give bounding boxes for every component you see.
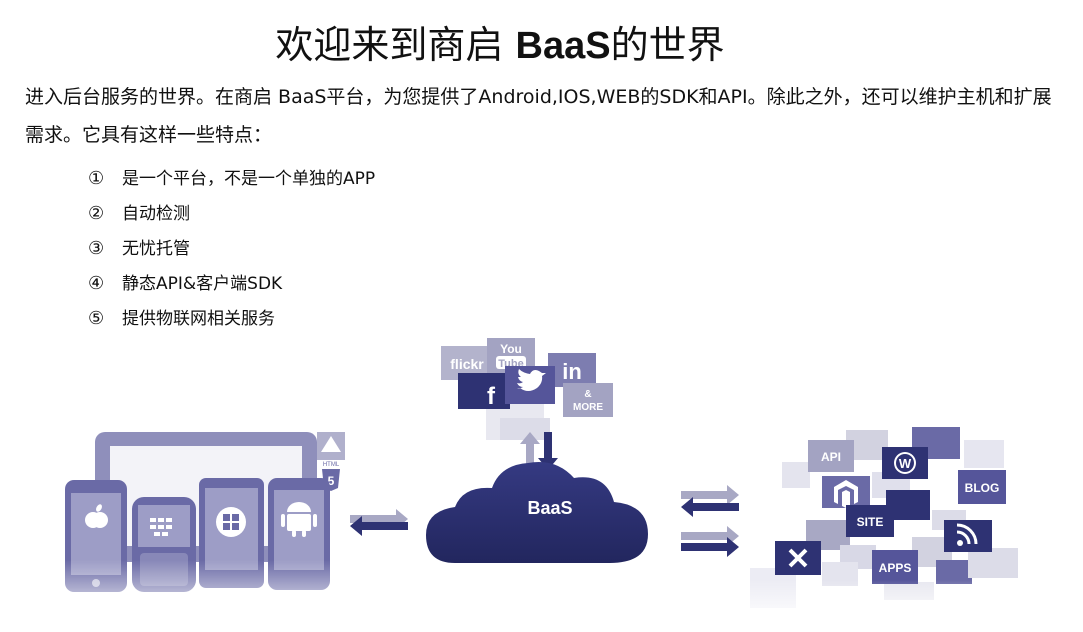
intro-paragraph: 进入后台服务的世界。在商启 BaaS平台，为您提供了Android,IOS,WE… [25,86,1052,146]
social-networks-group: flickr You Tube in f & MORE [441,338,613,440]
svg-text:HTML: HTML [323,462,340,468]
page-title: 欢迎来到商启 BaaS的世界 [275,23,725,67]
twitter-icon [505,366,555,404]
site-tile: SITE [846,505,894,537]
svg-text:SITE: SITE [857,515,884,529]
svg-text:in: in [562,359,582,384]
devices-group: HTML 5 [55,432,355,620]
svg-text:flickr: flickr [450,356,484,372]
magento-icon [822,476,870,508]
blog-tile: BLOG [958,470,1006,504]
rss-icon [944,520,992,552]
svg-text:MORE: MORE [573,402,603,413]
facebook-icon: f [458,373,510,410]
svg-text:BLOG: BLOG [965,481,1000,495]
svg-text:BaaS: BaaS [527,498,572,518]
svg-text:W: W [899,456,912,471]
api-tile: API [808,440,854,472]
svg-text:f: f [487,383,496,410]
svg-text:&: & [584,389,591,400]
brand-name: BaaS [515,25,611,67]
blackberry-icon [150,518,172,536]
svg-text:API: API [821,450,841,464]
more-icon: & MORE [563,383,613,417]
windows-icon [216,507,246,537]
baas-cloud: BaaS [426,462,648,563]
service-sync-arrows [681,485,739,557]
svg-text:You: You [500,342,522,356]
joomla-icon [775,541,821,575]
linkedin-icon: in [548,353,596,387]
svg-text:APPS: APPS [879,561,912,575]
social-sync-arrows [520,432,558,470]
svg-text:5: 5 [328,474,335,488]
apps-tile: APPS [872,550,918,584]
device-sync-arrows [350,509,408,536]
apple-icon [85,504,108,528]
baas-architecture-diagram: HTML 5 [55,338,1040,620]
android-icon [281,502,317,537]
wordpress-icon: W [882,447,928,479]
services-group: API W BLOG SITE [740,427,1040,620]
